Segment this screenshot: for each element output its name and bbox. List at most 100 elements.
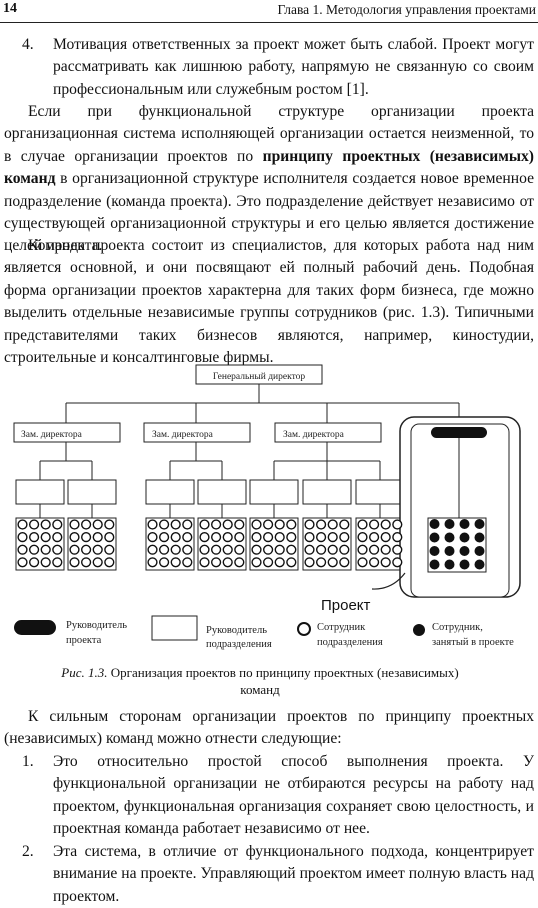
employee-circle bbox=[92, 519, 103, 530]
running-title: Глава 1. Методология управления проектам… bbox=[277, 2, 536, 17]
employee-circle bbox=[286, 519, 297, 530]
paragraph-1-text-end: в организационной структуре исполнителя … bbox=[4, 170, 534, 255]
employee-circle bbox=[159, 544, 170, 555]
employee-circle bbox=[147, 519, 158, 530]
list-item-2: Эта система, в отличие от функциональног… bbox=[53, 843, 534, 905]
employee-circle bbox=[286, 544, 297, 555]
employee-circle bbox=[159, 531, 170, 543]
legend-manager-bar bbox=[14, 620, 56, 635]
employee-circle bbox=[211, 519, 222, 530]
employee-circle bbox=[170, 519, 181, 530]
employee-circle bbox=[327, 531, 338, 543]
project-employee-circle bbox=[474, 532, 485, 543]
employee-circle bbox=[80, 557, 92, 568]
paragraph-1: Если при функциональной структуре органи… bbox=[4, 101, 534, 258]
employee-circle bbox=[316, 544, 327, 555]
employee-circle bbox=[222, 531, 233, 543]
project-employee-circle bbox=[444, 559, 455, 570]
employee-circle bbox=[380, 531, 391, 543]
project-employee-circle bbox=[459, 532, 470, 543]
employee-circle bbox=[339, 531, 350, 543]
employee-circle bbox=[28, 557, 40, 568]
employee-circle bbox=[357, 557, 368, 568]
employee-circle bbox=[69, 531, 80, 543]
legend-unit-box bbox=[151, 615, 198, 641]
employee-circle bbox=[339, 519, 350, 530]
employee-circle bbox=[52, 531, 63, 543]
paragraph-2: Команда проекта состоит из специалистов,… bbox=[4, 237, 534, 367]
employee-circle bbox=[92, 557, 103, 568]
project-employee-circle bbox=[474, 546, 485, 556]
employee-circle bbox=[104, 557, 115, 568]
employee-circle bbox=[380, 544, 391, 555]
employee-circle bbox=[69, 557, 80, 568]
employee-circle bbox=[357, 531, 368, 543]
employee-circle bbox=[380, 519, 391, 530]
legend-busy-line1: Сотрудник, bbox=[432, 622, 483, 633]
deputy-label-1: Зам. директора bbox=[21, 430, 83, 440]
list-number-1: 1. bbox=[22, 753, 34, 770]
employee-circle bbox=[52, 519, 63, 530]
employee-circle bbox=[182, 519, 193, 530]
deputy-box-2 bbox=[143, 422, 251, 443]
employee-circle bbox=[170, 531, 181, 543]
employee-circle bbox=[274, 557, 285, 568]
list-item-4: Мотивация ответственных за проект может … bbox=[53, 36, 534, 98]
employee-circle bbox=[199, 544, 210, 555]
legend-busy-circle bbox=[413, 624, 425, 636]
employee-circle bbox=[69, 519, 80, 530]
project-employee-circle bbox=[429, 519, 440, 529]
employee-circle bbox=[159, 557, 170, 568]
employee-circle bbox=[40, 519, 51, 530]
employee-circle bbox=[274, 544, 285, 555]
project-employee-circle bbox=[429, 559, 440, 570]
legend-manager-line1: Руководитель bbox=[66, 620, 127, 631]
employee-circle bbox=[80, 531, 92, 543]
project-employee-circle bbox=[429, 532, 440, 543]
employee-circle bbox=[17, 557, 28, 568]
employee-circle bbox=[316, 531, 327, 543]
employee-circle bbox=[327, 519, 338, 530]
legend-unit-line2: подразделения bbox=[206, 639, 272, 650]
employee-circle bbox=[52, 544, 63, 555]
project-label: Проект bbox=[321, 597, 371, 614]
project-employee-circle bbox=[459, 519, 470, 529]
paragraph-1-bold: принципу проектных (независимых) команд bbox=[4, 147, 534, 188]
project-employee-circle bbox=[444, 546, 455, 556]
project-employee-circle bbox=[429, 546, 440, 556]
project-employee-circle bbox=[459, 559, 470, 570]
employee-circle bbox=[263, 531, 274, 543]
employee-circle bbox=[28, 531, 40, 543]
deputy-box-3 bbox=[274, 422, 382, 443]
caption-label: Рис. 1.3. bbox=[61, 665, 108, 680]
employee-circle bbox=[286, 557, 297, 568]
employee-circle bbox=[286, 531, 297, 543]
employee-circle bbox=[182, 531, 193, 543]
employee-circle bbox=[234, 557, 245, 568]
employee-circle bbox=[369, 557, 380, 568]
employee-circle bbox=[17, 519, 28, 530]
project-employee-circle bbox=[444, 532, 455, 543]
employee-circle bbox=[392, 519, 403, 530]
employee-circle bbox=[357, 519, 368, 530]
employee-circle bbox=[263, 557, 274, 568]
legend-employee-circle bbox=[297, 622, 311, 636]
employee-circle bbox=[40, 531, 51, 543]
employee-circle bbox=[28, 544, 40, 555]
paragraph-1-text: Если при функциональной структуре органи… bbox=[4, 103, 534, 165]
employee-circle bbox=[222, 557, 233, 568]
employee-circle bbox=[263, 519, 274, 530]
employee-circle bbox=[369, 519, 380, 530]
employee-circle bbox=[369, 531, 380, 543]
employee-circle bbox=[263, 544, 274, 555]
employee-circle bbox=[80, 544, 92, 555]
employee-circle bbox=[304, 519, 315, 530]
employee-circle bbox=[211, 557, 222, 568]
employee-circle bbox=[104, 544, 115, 555]
employee-circle bbox=[199, 519, 210, 530]
employee-circle bbox=[147, 531, 158, 543]
deputy-label-2: Зам. директора bbox=[152, 430, 214, 440]
employee-circle bbox=[159, 519, 170, 530]
employee-circle bbox=[380, 557, 391, 568]
employee-circle bbox=[182, 557, 193, 568]
